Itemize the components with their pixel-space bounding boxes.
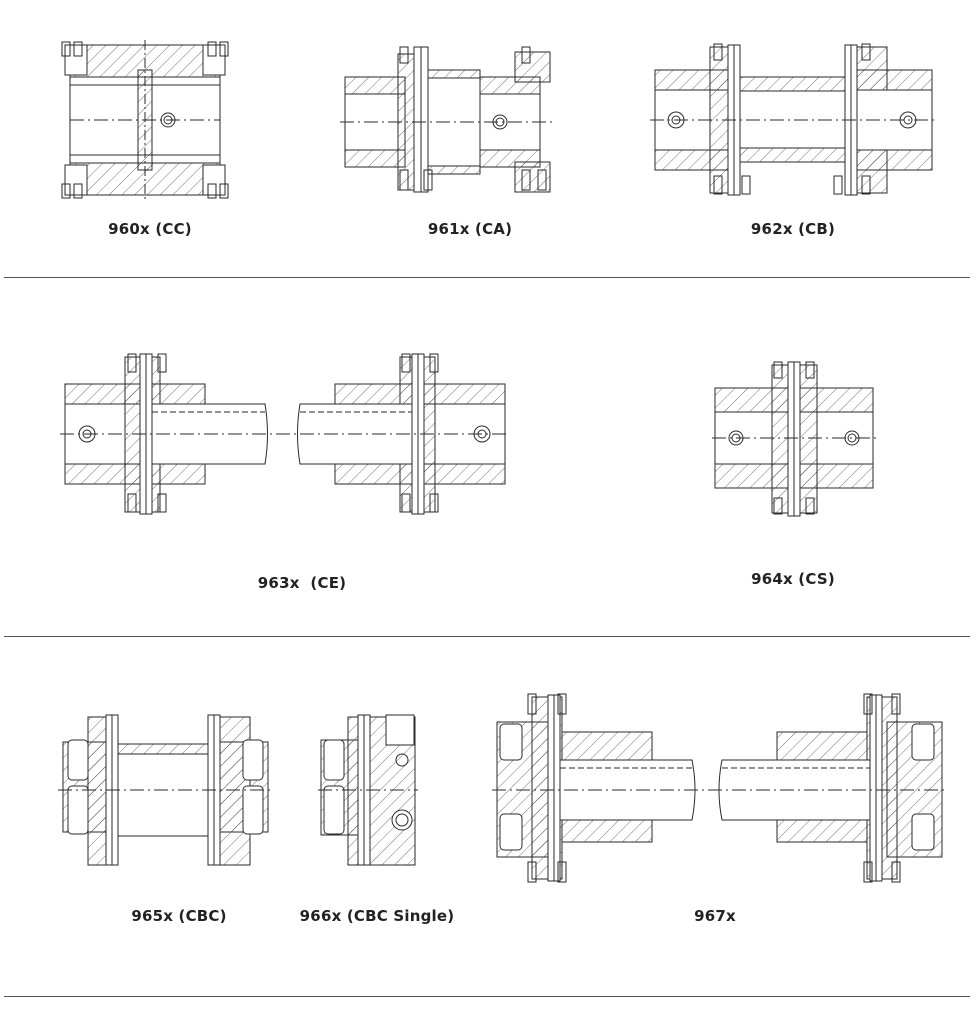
caption-967x: 967x	[694, 907, 736, 925]
caption-960x: 960x (CC)	[108, 220, 192, 238]
drawing-963x-ce	[60, 352, 510, 517]
drawing-961x-ca	[340, 42, 560, 197]
caption-965x: 965x (CBC)	[131, 907, 227, 925]
drawing-962x-cb	[650, 42, 935, 197]
drawing-967x	[492, 692, 947, 884]
divider-row-2	[4, 636, 970, 637]
divider-row-3	[4, 996, 970, 997]
caption-961x: 961x (CA)	[427, 220, 513, 238]
drawing-960x-cc	[60, 40, 230, 200]
drawing-965x-cbc	[58, 712, 273, 867]
caption-962x: 962x (CB)	[750, 220, 836, 238]
drawing-964x-cs	[712, 360, 877, 518]
caption-963x: 963x (CE)	[257, 574, 347, 592]
caption-966x: 966x (CBC Single)	[299, 907, 455, 925]
caption-964x: 964x (CS)	[751, 570, 835, 588]
drawing-966x-cbc-single	[318, 712, 418, 867]
divider-row-1	[4, 277, 970, 278]
